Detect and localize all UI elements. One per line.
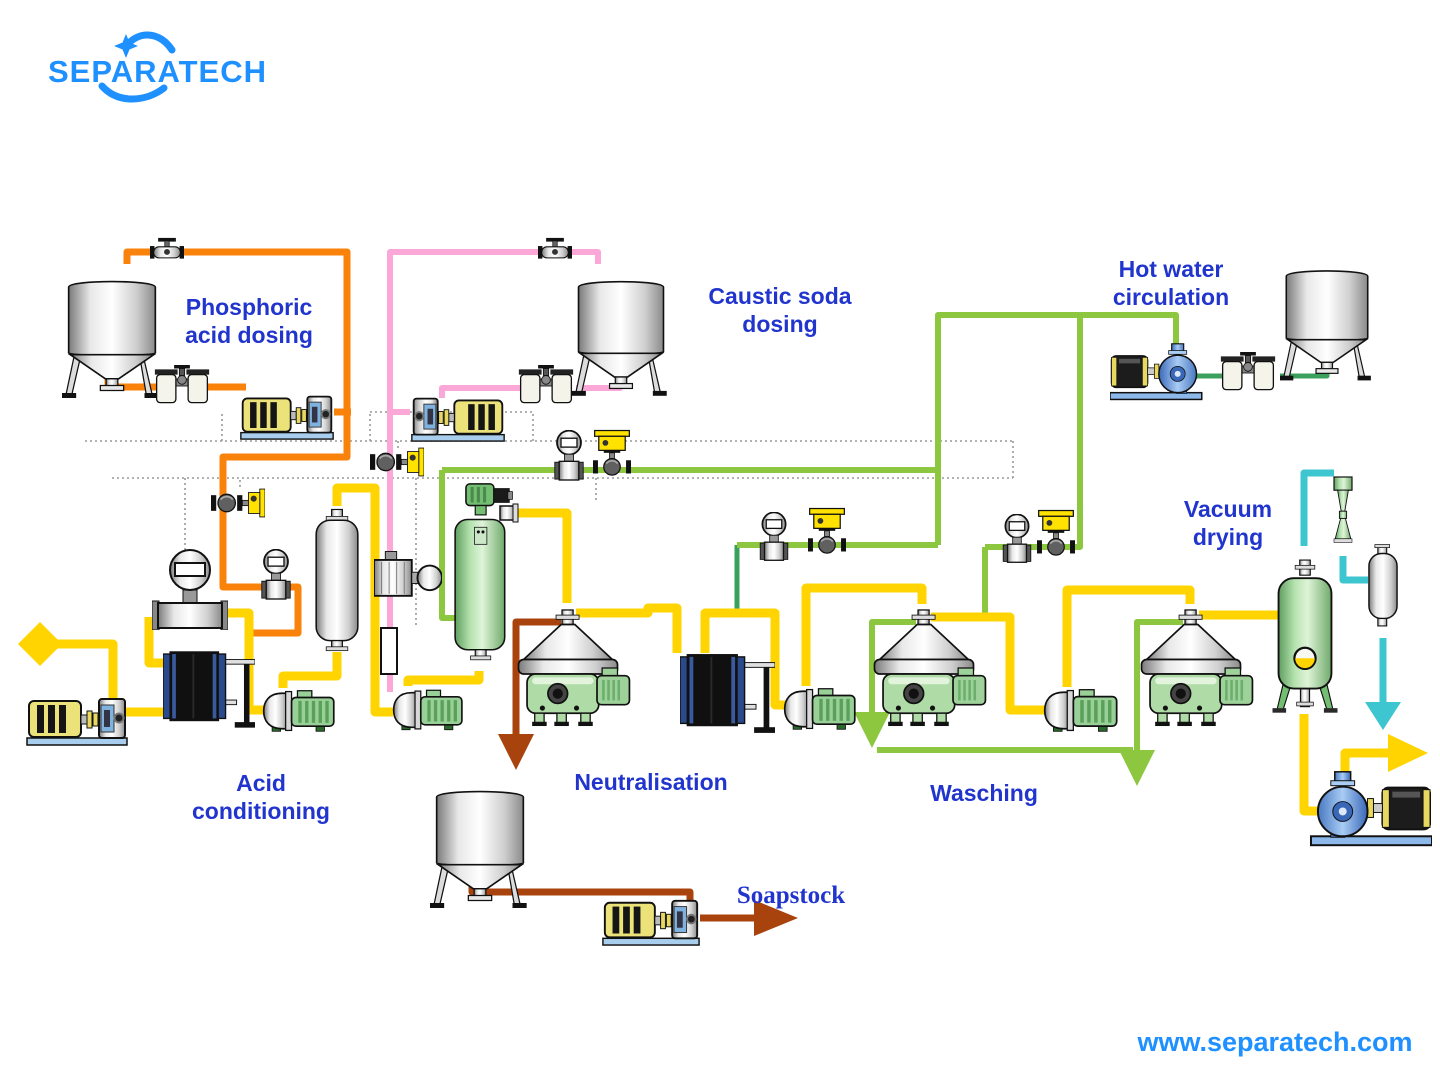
logo-swoosh-bottom <box>98 82 168 103</box>
neutralisation-feed-pump <box>392 689 463 731</box>
label-washing: Wasching <box>930 780 1038 806</box>
pipe-caustic-dosing <box>387 249 601 630</box>
phosphoric-acid-tank <box>62 280 160 400</box>
pipe-soapstock-tank-out <box>468 876 694 906</box>
phosphoric-duplex-filter <box>154 364 210 404</box>
caustic-line-flow-meter <box>553 430 585 481</box>
label-hot-water-2: circulation <box>1113 284 1229 310</box>
logo-swoosh-top <box>123 31 176 54</box>
label-vacuum-2: drying <box>1193 524 1263 550</box>
pipe-soapstock-out <box>512 618 561 737</box>
control-valve-caustic <box>370 447 424 477</box>
plate-heat-exchanger-2 <box>680 654 775 734</box>
vacuum-ejector <box>1333 476 1353 544</box>
acid-mixing-pump <box>262 689 335 733</box>
label-acid-2: conditioning <box>192 798 330 824</box>
soapstock-tank <box>430 790 528 910</box>
pipe-oil-feed <box>40 639 118 704</box>
pipe-wash1-drain <box>869 619 916 716</box>
pipe-caustic-filter-out <box>439 385 522 398</box>
plate-heat-exchanger-1 <box>163 651 255 729</box>
acid-flow-meter <box>260 549 292 600</box>
vacuum-dryer <box>1271 558 1339 715</box>
hot-water-duplex-filter <box>1220 352 1276 391</box>
arrow-drain-1 <box>854 712 890 748</box>
label-caustic-1: Caustic soda <box>708 283 851 309</box>
logo: SEPARATECH <box>48 31 267 103</box>
label-soapstock: Soapstock <box>737 882 845 909</box>
pipe-oil-5 <box>332 483 393 717</box>
label-neutralisation: Neutralisation <box>574 769 727 795</box>
caustic-inline-mixer <box>374 551 442 597</box>
arrow-oil-out <box>1388 734 1428 772</box>
control-valve-acid <box>211 488 265 518</box>
pipe-hw-drop-neutral <box>439 470 455 621</box>
pipe-oil-9 <box>700 608 786 710</box>
label-vacuum-1: Vacuum <box>1184 496 1272 522</box>
pipe-vacuum-1 <box>1300 469 1334 546</box>
pipe-oil-8 <box>576 603 682 653</box>
reactor-outlet-nozzle <box>499 505 515 521</box>
pipe-oil-7 <box>505 508 572 603</box>
oil-feed-pump <box>26 697 128 746</box>
phosphoric-dosing-pump <box>239 395 335 440</box>
arrow-drain-2 <box>1119 750 1155 786</box>
hot-water-tank <box>1280 269 1372 382</box>
label-acid-1: Acid <box>236 770 286 796</box>
oil-flow-meter <box>152 549 228 630</box>
pipe-oil-out <box>1340 748 1390 772</box>
soapstock-pump <box>601 899 701 946</box>
pipe-oil-14 <box>1299 714 1322 816</box>
logo-text: SEPARATECH <box>48 54 267 89</box>
piping <box>40 248 1428 936</box>
pipe-oil-2 <box>144 617 166 668</box>
logo-star-icon <box>114 34 138 58</box>
static-mixer-element <box>380 627 398 675</box>
pipe-acid-dosing <box>123 248 351 591</box>
pipe-hw-header <box>935 312 1179 545</box>
website-url: www.separatech.com <box>1136 1027 1412 1057</box>
phosphoric-shutoff-valve <box>150 237 184 260</box>
product-discharge-pump <box>1309 770 1432 847</box>
arrow-condensate <box>1365 702 1401 730</box>
label-phosphoric-2: acid dosing <box>185 322 313 348</box>
pipe-oil-12 <box>1062 585 1195 687</box>
arrow-soapstock-out <box>754 900 798 936</box>
caustic-soda-tank <box>572 280 668 397</box>
neutralisation-separator <box>517 609 631 727</box>
pipe-oil-11 <box>931 612 1046 715</box>
hot-water-pump <box>1110 342 1203 401</box>
feed-inlet-diamond <box>18 622 62 666</box>
washing-separator-1 <box>873 609 987 727</box>
label-hot-water-1: Hot water <box>1119 256 1224 282</box>
caustic-shutoff-valve <box>538 237 572 260</box>
reactor-outlet-flange <box>512 503 519 523</box>
wash-water-flow-meter-2 <box>1002 514 1032 564</box>
pipe-oil-10 <box>801 583 927 686</box>
washing-separator-2 <box>1140 609 1254 727</box>
label-phosphoric-1: Phosphoric <box>186 294 313 320</box>
caustic-duplex-filter <box>518 364 574 404</box>
washing-feed-pump-2 <box>1043 688 1118 733</box>
pipe-oil-4 <box>278 652 342 688</box>
wash-water-flow-meter-1 <box>759 512 789 562</box>
caustic-dosing-pump <box>410 397 506 442</box>
pipe-acid-inject <box>252 583 302 637</box>
vapour-condenser <box>1367 543 1399 627</box>
label-caustic-2: dosing <box>742 311 817 337</box>
acid-retention-vessel <box>315 508 359 652</box>
arrow-soapstock-down <box>498 734 534 770</box>
washing-feed-pump-1 <box>783 687 856 731</box>
pipe-oil-6 <box>403 671 484 686</box>
pipe-wash2-drain <box>1134 619 1183 753</box>
pipe-vacuum-2 <box>1339 556 1368 584</box>
